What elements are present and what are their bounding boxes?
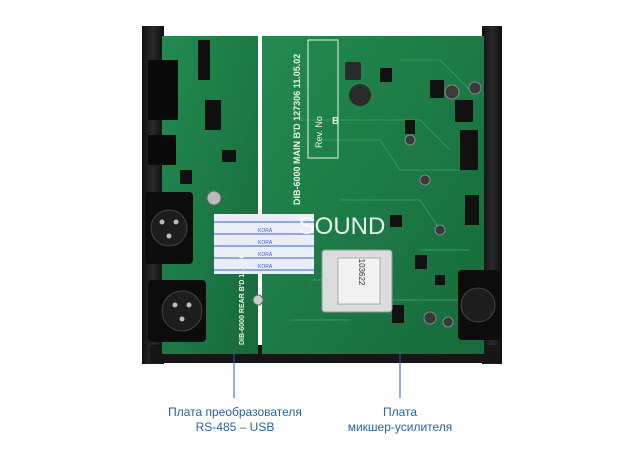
caption-mixer-line2: микшер-усилителя (347, 420, 453, 434)
xlr-connector-top (145, 192, 193, 264)
caption-converter-board: Плата преобразователя RS-485 – USB (150, 405, 320, 435)
svg-text:KORA: KORA (258, 264, 273, 270)
xlr-connector-right (458, 270, 500, 340)
main-board-rev: Rev. No (314, 116, 324, 148)
rj45-socket (148, 60, 178, 120)
main-board-rev-letter: B (332, 116, 339, 127)
caption-mixer-board: Плата микшер-усилителя (320, 405, 480, 435)
svg-text:KORA: KORA (258, 252, 273, 258)
svg-text:KORA: KORA (258, 240, 273, 246)
rear-board-silkscreen: DIB-6000 REAR B'D 11.05.02 (239, 251, 246, 345)
watermark: SOUND (299, 213, 386, 240)
caption-converter-line2: RS-485 – USB (195, 420, 275, 434)
caption-mixer-line1: Плата (382, 405, 418, 419)
transformer-label: 103622 (357, 259, 366, 286)
svg-text:KORA: KORA (258, 228, 273, 234)
ribbon-cable: KORA KORA KORA KORA (214, 214, 314, 274)
xlr-connector-bottom (148, 280, 206, 342)
caption-converter-line1: Плата преобразователя (168, 405, 302, 419)
main-board-silkscreen: DIB-6000 MAIN B'D 127306 11.05.02 (292, 54, 302, 205)
usb-socket (148, 135, 176, 165)
